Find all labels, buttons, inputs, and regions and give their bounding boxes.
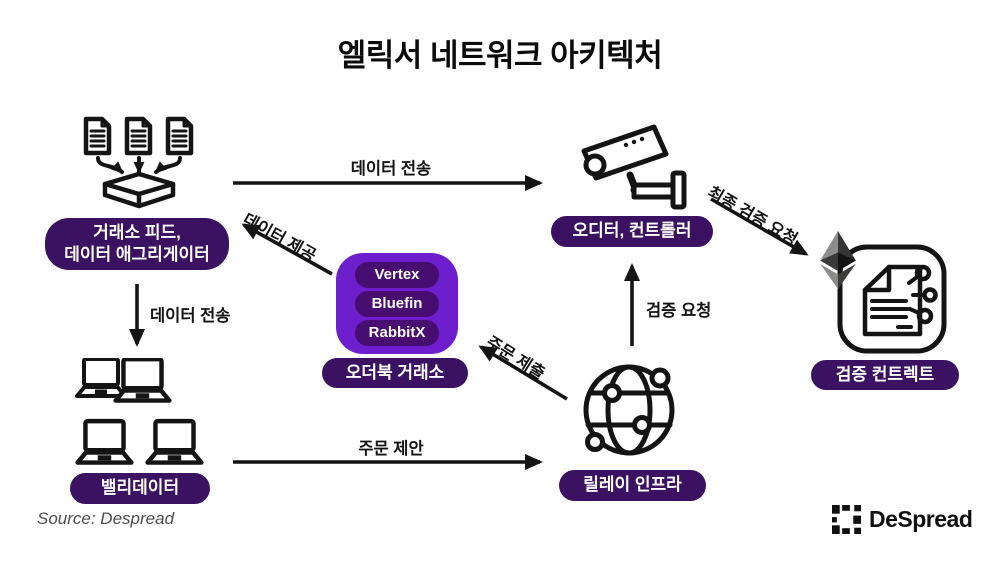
edge-label-data-send-top: 데이터 전송 [350, 160, 432, 178]
source-credit: Source: Despread [37, 509, 175, 528]
orderbook-exchanges-box: Vertex Bluefin RabbitX [336, 253, 458, 354]
ethereum-icon [820, 231, 856, 289]
despread-wordmark: DeSpread [869, 506, 973, 532]
arrow-order-submit [478, 345, 568, 401]
despread-logo: DeSpread [832, 505, 973, 534]
diagram-title: 엘릭서 네트워크 아키텍처 [337, 38, 663, 73]
edge-label-order-propose: 주문 제안 [358, 440, 424, 458]
edge-label-data-send-left: 데이터 전송 [150, 307, 231, 325]
despread-bracket-icon [832, 505, 861, 534]
arrow-final-verify [710, 197, 809, 256]
contract-label: 검증 컨트렉트 [811, 360, 959, 390]
arrow-data-provide [241, 223, 333, 276]
exchange-feeds-label: 거래소 피드, 데이터 애그리게이터 [45, 218, 229, 270]
documents-to-aggregator-icon [83, 116, 195, 216]
exchange-feeds-label-line1: 거래소 피드, [93, 222, 181, 242]
orderbook-item-vertex: Vertex [355, 261, 439, 288]
orderbook-item-bluefin: Bluefin [355, 290, 439, 317]
smart-contract-icon [836, 243, 948, 355]
cctv-camera-icon [574, 118, 688, 212]
exchange-feeds-label-line2: 데이터 애그리게이터 [64, 245, 210, 264]
edge-label-verify-request: 검증 요청 [646, 302, 712, 320]
validator-label: 밸리데이터 [70, 473, 210, 504]
relay-label: 릴레이 인프라 [559, 470, 706, 501]
orderbook-item-rabbitx: RabbitX [355, 319, 439, 346]
auditor-label: 오디터, 컨트롤러 [551, 216, 713, 247]
orderbook-label: 오더북 거래소 [322, 358, 468, 388]
globe-network-icon [579, 361, 681, 461]
laptops-icon [72, 358, 206, 470]
